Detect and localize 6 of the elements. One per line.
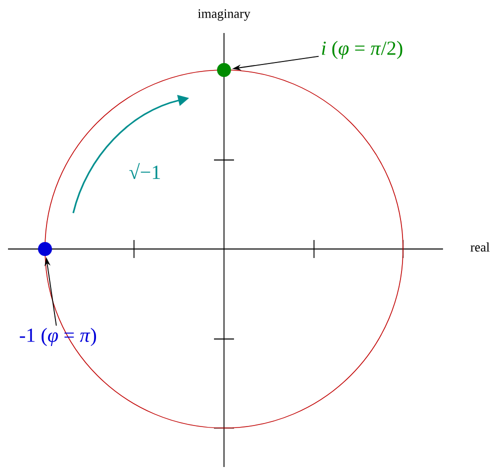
imaginary-axis-label: imaginary bbox=[198, 9, 250, 21]
formula-label: √−1 bbox=[129, 163, 160, 179]
real-axis-label: real bbox=[470, 242, 490, 252]
point-dot bbox=[217, 63, 231, 77]
point-label: i (φ = π/2) bbox=[322, 40, 402, 60]
point-dot bbox=[38, 242, 52, 256]
